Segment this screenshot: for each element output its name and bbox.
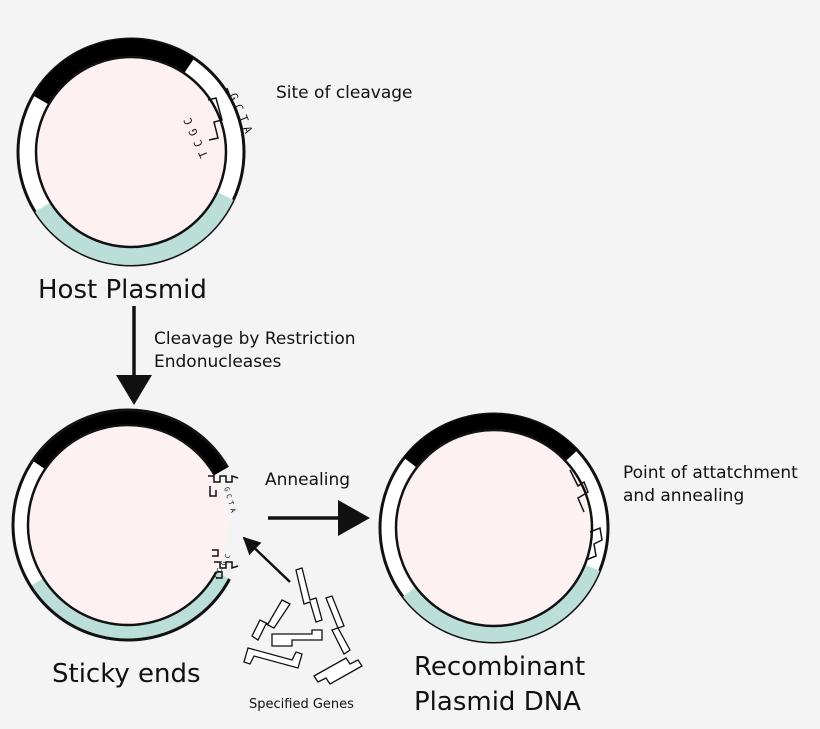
gene-fragment-2 — [251, 599, 291, 641]
host-plasmid-inner-circle — [34, 55, 228, 249]
host-seq-outer-3: T — [236, 113, 251, 124]
annealing-label: Annealing — [265, 470, 350, 490]
sticky-outer-arc-stroke — [11, 408, 231, 642]
recombinant-teal-segment — [402, 564, 600, 642]
gene-fragment-4 — [271, 629, 323, 647]
gene-fragment-5 — [243, 647, 303, 669]
sticky-ends-label: Sticky ends — [52, 659, 201, 689]
sticky-black-segment — [30, 410, 228, 475]
gene-fragments — [243, 567, 363, 685]
sticky-end-bottom: T C G C — [212, 549, 239, 581]
attachment-label-line1: Point of attatchment — [623, 463, 798, 483]
sticky-ends-plasmid: G C T A T C G C — [11, 408, 239, 642]
gene-fragment-6 — [313, 657, 363, 685]
host-seq-outer-4: A — [240, 124, 255, 135]
host-seq-outer-2: C — [231, 102, 246, 113]
host-seq-inner-1: T — [196, 148, 211, 159]
sticky-seq-bottom-3: G — [219, 560, 228, 567]
host-cleavage-site: G C T A T C G C — [181, 87, 255, 160]
host-seq-inner-2: C — [191, 138, 206, 149]
sticky-seq-top-4: A — [228, 507, 237, 514]
gene-fragment-3 — [325, 595, 351, 655]
host-plasmid-teal-segment — [35, 192, 234, 265]
sticky-seq-top-2: C — [224, 493, 233, 500]
host-plasmid-black-segment — [33, 39, 195, 105]
recombinant-inner-circle — [394, 428, 594, 628]
cleavage-site-label: Site of cleavage — [276, 83, 413, 103]
sticky-end-bottom-teeth — [212, 549, 239, 579]
host-seq-inner-3: G — [186, 127, 201, 138]
host-plasmid: G C T A T C G C — [16, 37, 255, 267]
sticky-end-top-teeth — [208, 474, 239, 497]
recombinant-label-line2: Plasmid DNA — [414, 687, 581, 717]
sticky-white-lower — [12, 460, 46, 586]
recombinant-attachment-zigzag — [569, 469, 603, 561]
cleavage-arrow — [116, 306, 152, 405]
sticky-seq-bottom-2: C — [215, 567, 224, 574]
sticky-seq-bottom-1: T — [212, 573, 221, 580]
host-seq-inner-4: C — [181, 116, 196, 127]
sticky-inner-arc-stroke — [26, 423, 218, 627]
specified-genes-label: Specified Genes — [249, 697, 354, 712]
attachment-label-line2: and annealing — [623, 486, 744, 506]
host-seq-outer-1: G — [226, 91, 241, 102]
annealing-arrow — [268, 500, 370, 536]
sticky-seq-top-1: G — [222, 486, 231, 493]
host-plasmid-label: Host Plasmid — [38, 275, 207, 305]
recombinant-label-line1: Recombinant — [414, 652, 585, 682]
host-cleavage-tick — [226, 87, 233, 102]
sticky-seq-top-3: T — [226, 500, 235, 507]
recombinant-plasmid — [378, 412, 610, 644]
sticky-seq-bottom-4: C — [223, 553, 232, 560]
sticky-end-top: G C T A — [208, 474, 239, 514]
host-cleavage-zigzag — [207, 97, 223, 141]
genes-insert-arrow — [242, 536, 291, 583]
sticky-inner-circle — [28, 425, 228, 625]
cleavage-step-label-line1: Cleavage by Restriction — [154, 329, 356, 349]
gene-fragment-1 — [295, 567, 323, 623]
recombinant-black-segment — [404, 414, 578, 468]
sticky-teal-segment — [30, 571, 230, 641]
cleavage-step-label-line2: Endonucleases — [154, 352, 282, 372]
